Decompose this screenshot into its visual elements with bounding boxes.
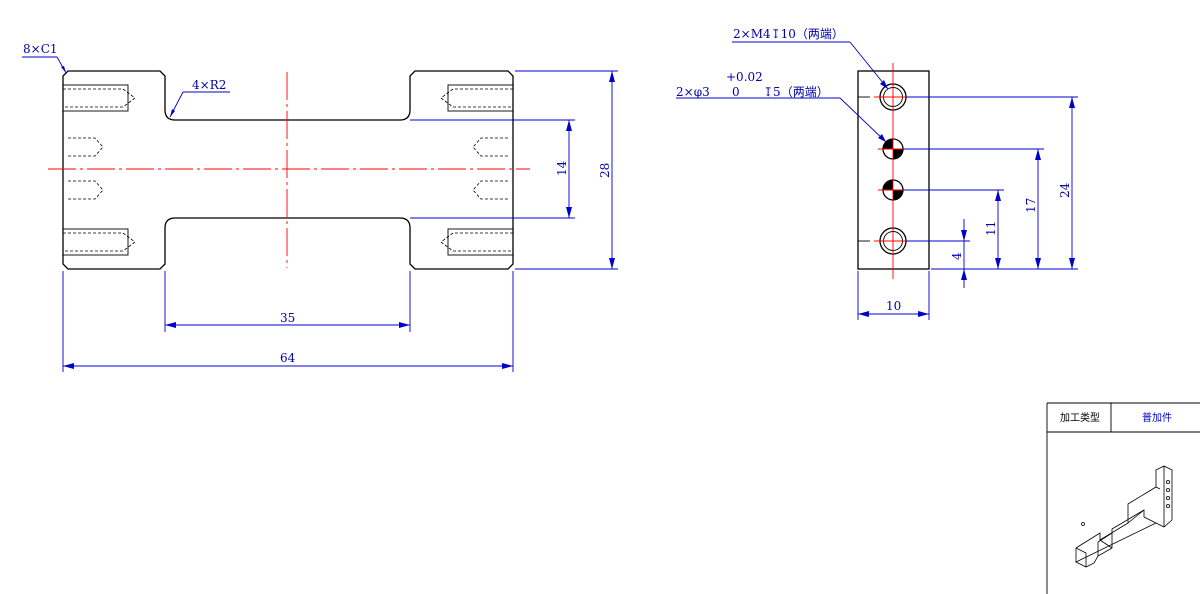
isometric-part-preview xyxy=(1075,465,1173,568)
front-view-outline xyxy=(62,70,514,270)
side-dimension-4: 4 xyxy=(950,252,964,260)
side-view-dimensions: 2×M4↧10（两端） 2×φ3 +0.02 0 ↧5（两端） 24 17 11 xyxy=(676,27,1078,320)
pin-hole-tolerance-upper: +0.02 xyxy=(726,70,763,84)
chamfer-callout: 8×C1 xyxy=(23,42,58,56)
side-width-dimension: 10 xyxy=(886,299,901,313)
right-threaded-holes xyxy=(440,84,514,256)
pin-hole-tolerance-lower: 0 xyxy=(732,85,740,99)
pin-hole-depth: ↧5（两端） xyxy=(763,85,829,99)
side-dimension-24: 24 xyxy=(1058,182,1072,198)
slot-width-dimension: 14 xyxy=(555,160,569,176)
side-view xyxy=(857,63,930,279)
front-view xyxy=(48,70,530,270)
side-dimension-11: 11 xyxy=(984,221,998,236)
front-view-dimensions: 8×C1 4×R2 14 28 35 64 xyxy=(22,42,618,372)
fillet-callout: 4×R2 xyxy=(192,78,226,92)
pin-hole-callout: 2×φ3 xyxy=(676,85,710,99)
side-dimension-17: 17 xyxy=(1024,198,1038,213)
left-threaded-holes xyxy=(62,84,136,256)
title-block: 加工类型 普加件 xyxy=(1046,402,1200,594)
overall-height-dimension: 28 xyxy=(598,163,612,178)
process-type-value: 普加件 xyxy=(1142,411,1172,424)
overall-length-dimension: 64 xyxy=(280,351,296,365)
side-view-outline xyxy=(857,70,930,270)
thread-callout: 2×M4↧10（两端） xyxy=(733,27,844,41)
process-type-label: 加工类型 xyxy=(1060,411,1100,424)
neck-length-dimension: 35 xyxy=(280,311,295,325)
